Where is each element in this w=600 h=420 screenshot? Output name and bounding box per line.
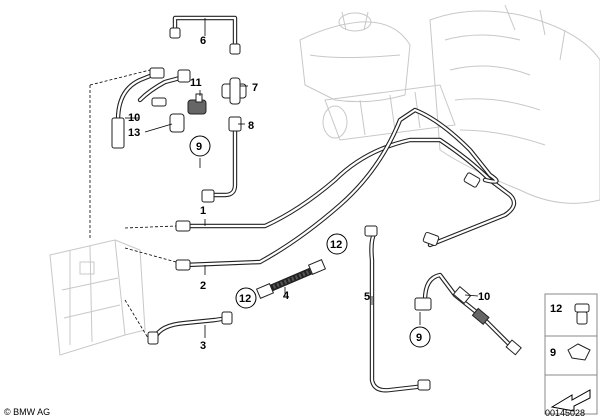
brake-pipe-1	[182, 137, 517, 248]
diagram-id: 00145028	[545, 408, 585, 418]
pressure-sensor-11	[187, 93, 207, 115]
svg-text:9: 9	[416, 332, 422, 344]
connector-cluster-10	[137, 67, 191, 107]
part-label-10-lower: 10	[478, 291, 490, 303]
legend-label-12: 12	[550, 303, 562, 315]
brake-pipe-5	[369, 229, 428, 393]
part-label-12-upper: 12	[326, 233, 348, 255]
fittings	[111, 27, 481, 391]
t-piece-7	[221, 77, 247, 105]
part-label-5: 5	[364, 291, 370, 303]
legend-label-9: 9	[550, 347, 556, 359]
leader-lines	[89, 18, 479, 339]
part-label-1: 1	[200, 205, 206, 217]
brake-pipe-3	[152, 315, 231, 341]
adapter-13	[169, 113, 185, 133]
part-label-13: 13	[128, 127, 140, 139]
part-label-10-upper: 10	[128, 112, 140, 124]
bracket-clip-icon	[567, 343, 591, 361]
part-label-11: 11	[190, 77, 202, 89]
part-label-9-upper: 9	[189, 135, 211, 157]
brake-pipe-2	[182, 107, 499, 268]
svg-text:12: 12	[239, 293, 251, 305]
part-label-9-lower: 9	[409, 326, 431, 348]
sealing-sleeve-icon	[574, 303, 590, 325]
legend-box: 12 9	[544, 293, 598, 415]
brake-hose-4	[255, 259, 327, 299]
brake-pipe-8	[207, 125, 238, 198]
abs-hydraulic-unit-outline	[49, 239, 146, 356]
svg-text:9: 9	[196, 141, 202, 153]
svg-text:12: 12	[330, 239, 342, 251]
part-label-2: 2	[200, 280, 206, 292]
part-label-6: 6	[200, 35, 206, 47]
part-label-7: 7	[252, 82, 258, 94]
brake-pipe-10-upper	[115, 69, 163, 123]
part-labels: 1 2 3 4 5 6 7 8 10 10 11 13 9 12 12 9	[128, 35, 490, 352]
copyright-text: © BMW AG	[4, 407, 50, 417]
brake-fluid-reservoir-outline	[299, 11, 411, 103]
part-label-8: 8	[248, 120, 254, 132]
part-label-3: 3	[200, 340, 206, 352]
part-label-4: 4	[283, 290, 290, 302]
brake-hose-10	[414, 272, 522, 356]
arrow-icon	[550, 389, 591, 412]
brake-booster-outline	[429, 4, 600, 204]
part-label-12-lower: 12	[235, 287, 257, 309]
